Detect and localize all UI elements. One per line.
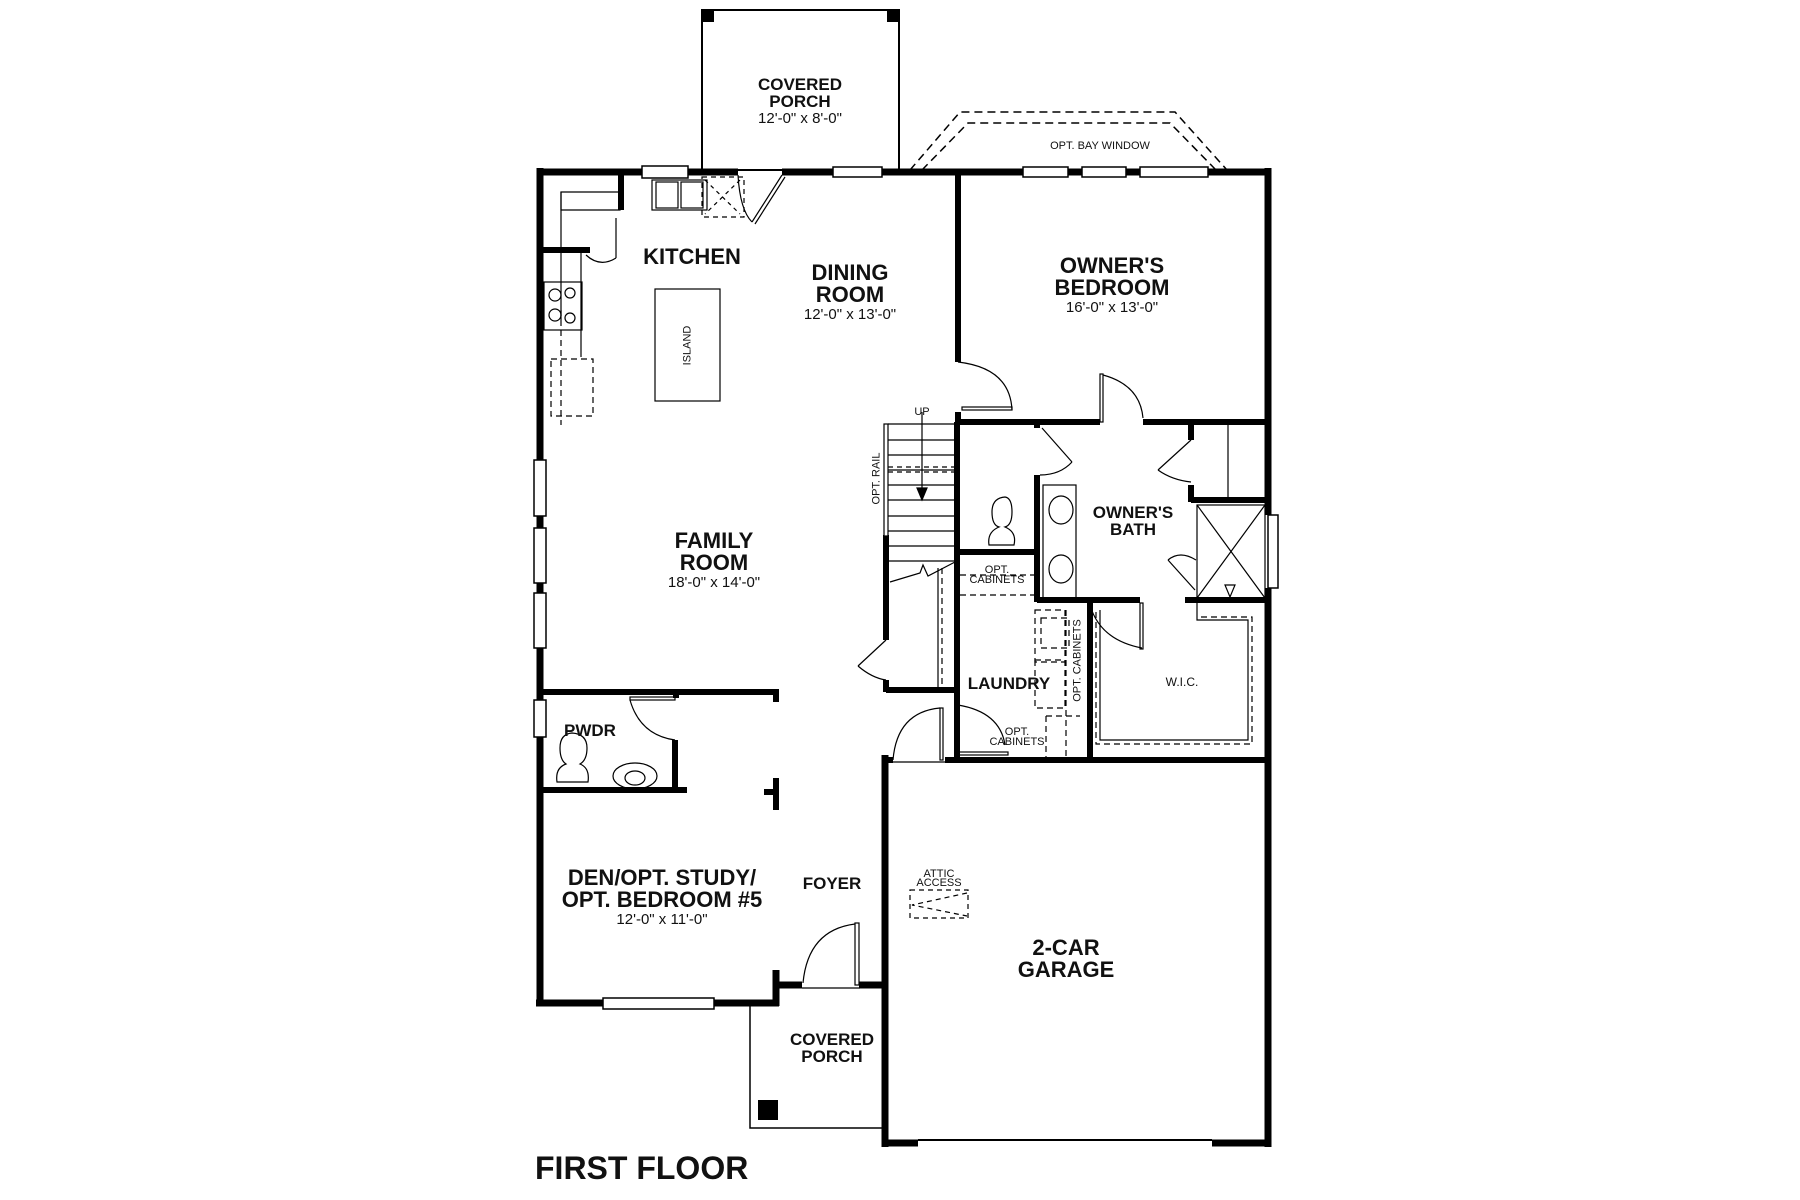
interior-walls	[540, 172, 1268, 810]
garage-name-2: GARAGE	[1017, 957, 1115, 982]
plan-title: FIRST FLOOR	[535, 1150, 749, 1186]
porch-post	[887, 10, 899, 22]
kitchen-island	[654, 288, 721, 402]
double-vanity	[1042, 484, 1077, 599]
toilet	[556, 732, 589, 783]
rear-porch-label: COVERED PORCH 12'-0" x 8'-0"	[758, 76, 842, 126]
bay-window-label: OPT. BAY WINDOW	[1050, 140, 1150, 152]
powder-fixtures	[556, 732, 658, 790]
opt-cabinets-3-line2: CABINETS	[989, 735, 1045, 748]
opt-cabinets-3-line1: OPT.	[1004, 726, 1030, 738]
family-room-label: FAMILY ROOM 18'-0" x 14'-0"	[667, 528, 761, 591]
shower	[1196, 504, 1266, 599]
wic-shelving	[1095, 600, 1253, 745]
foyer-label: FOYER	[802, 874, 862, 893]
owners-bedroom-name-1: OWNER'S	[1059, 253, 1165, 278]
staircase	[883, 412, 956, 690]
porch-post	[758, 1100, 778, 1120]
wic-label: W.I.C.	[1165, 675, 1199, 689]
owners-bedroom-label: OWNER'S BEDROOM 16'-0" x 13'-0"	[1054, 253, 1170, 316]
exterior-walls	[536, 168, 1272, 1147]
powder-room-label: PWDR	[564, 721, 616, 740]
rear-porch-name-2: PORCH	[769, 92, 831, 111]
owners-bath-name-2: BATH	[1110, 520, 1156, 539]
dining-name-2: ROOM	[815, 282, 885, 307]
attic-line2: ACCESS	[916, 877, 962, 890]
owners-bath-fixtures	[988, 425, 1266, 599]
attic-access	[909, 889, 969, 919]
family-dimensions: 18'-0" x 14'-0"	[667, 574, 761, 591]
den-label: DEN/OPT. STUDY/ OPT. BEDROOM #5 12'-0" x…	[561, 865, 763, 928]
front-porch-name-1: COVERED	[789, 1030, 875, 1049]
doors	[585, 174, 1197, 989]
rear-porch-name-1: COVERED	[757, 75, 843, 94]
opt-cabinets-1-line1: OPT.	[984, 564, 1010, 576]
dining-name-1: DINING	[811, 260, 889, 285]
attic-access-label: ATTIC ACCESS	[916, 868, 962, 890]
dining-room-label: DINING ROOM 12'-0" x 13'-0"	[803, 260, 897, 323]
dishwasher	[701, 176, 745, 218]
kitchen-label: KITCHEN	[643, 244, 741, 269]
porch-post	[702, 10, 714, 22]
den-name-1: DEN/OPT. STUDY/	[567, 865, 757, 890]
opt-rail-label: OPT. RAIL	[870, 452, 883, 505]
attic-line1: ATTIC	[923, 868, 955, 880]
owners-bath-label: OWNER'S BATH	[1093, 504, 1174, 538]
front-porch-label: COVERED PORCH	[790, 1031, 874, 1065]
cooktop	[543, 281, 583, 331]
laundry-label: LAUNDRY	[967, 674, 1051, 693]
stairs-up-label: UP	[914, 406, 930, 418]
kitchen-sink	[651, 179, 708, 211]
toilet	[988, 496, 1016, 546]
opt-cabinets-label-2: OPT. CABINETS	[1071, 619, 1084, 702]
garage-name-1: 2-CAR	[1032, 935, 1100, 960]
opt-cabinets-label-3: OPT. CABINETS	[989, 726, 1045, 748]
windows	[533, 165, 1279, 1010]
opt-bay-window	[909, 111, 1228, 171]
family-name-1: FAMILY	[674, 528, 754, 553]
island-label: ISLAND	[681, 325, 694, 366]
laundry-fixtures	[960, 574, 1080, 760]
dining-dimensions: 12'-0" x 13'-0"	[803, 306, 897, 323]
garage-label: 2-CAR GARAGE	[1018, 937, 1115, 981]
front-porch-name-2: PORCH	[801, 1047, 863, 1066]
front-covered-porch	[749, 1003, 885, 1129]
refrigerator-space	[550, 358, 594, 417]
opt-cabinets-1-line2: CABINETS	[969, 573, 1025, 586]
kitchen-fixtures	[543, 176, 745, 425]
den-name-2: OPT. BEDROOM #5	[561, 887, 763, 912]
rear-porch-dimensions: 12'-0" x 8'-0"	[758, 110, 842, 127]
owners-bedroom-dimensions: 16'-0" x 13'-0"	[1065, 299, 1159, 316]
pedestal-sink	[612, 762, 658, 790]
owners-bath-name-1: OWNER'S	[1092, 503, 1174, 522]
family-name-2: ROOM	[679, 550, 749, 575]
opt-cabinets-label-1: OPT. CABINETS	[969, 564, 1025, 586]
den-dimensions: 12'-0" x 11'-0"	[616, 911, 708, 928]
owners-bedroom-name-2: BEDROOM	[1054, 275, 1170, 300]
